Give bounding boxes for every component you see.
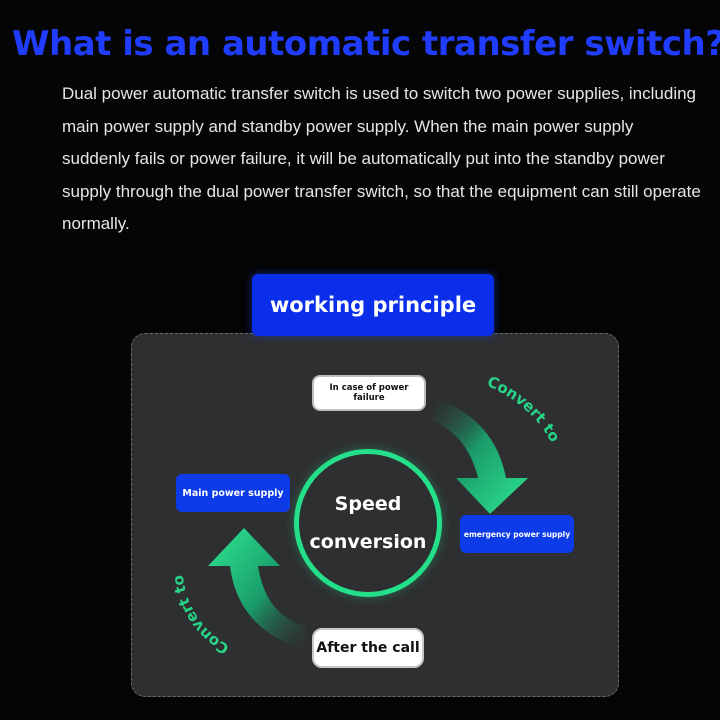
power-failure-node: In case of power failure: [312, 375, 426, 411]
emergency-power-node: emergency power supply: [460, 515, 574, 553]
main-power-node: Main power supply: [176, 474, 290, 512]
center-label-line2: conversion: [309, 531, 427, 553]
speed-conversion-circle: Speed conversion: [294, 449, 442, 597]
after-call-node: After the call: [312, 628, 424, 668]
working-principle-badge: working principle: [252, 274, 494, 336]
description-text: Dual power automatic transfer switch is …: [62, 84, 701, 233]
center-label-line1: Speed: [334, 493, 402, 515]
page-title: What is an automatic transfer switch?: [12, 24, 720, 64]
